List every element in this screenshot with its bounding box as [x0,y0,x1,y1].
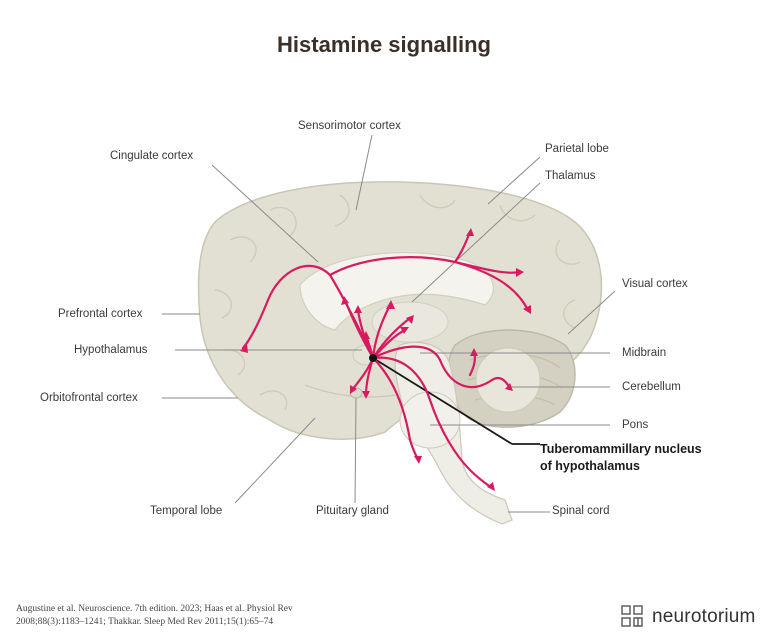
citation-line2: 2008;88(3):1183–1241; Thakkar. Sleep Med… [16,617,274,627]
label-visual-cortex: Visual cortex [622,278,688,290]
label-pons: Pons [622,419,649,431]
label-hypothalamus: Hypothalamus [74,344,148,356]
leader-lines [162,134,616,513]
citation: Augustine et al. Neuroscience. 7th editi… [16,603,446,629]
label-temporal-lobe: Temporal lobe [150,505,223,517]
brand-name: neurotorium [652,606,756,627]
label-parietal-lobe: Parietal lobe [545,143,609,155]
label-prefrontal-cortex: Prefrontal cortex [58,308,143,320]
label-pituitary-gland: Pituitary gland [316,505,389,517]
label-cerebellum: Cerebellum [622,381,681,393]
label-spinal-cord: Spinal cord [552,505,610,517]
neurotorium-logo-icon [621,605,643,627]
label-tmn-line2: of hypothalamus [540,459,641,473]
tmn-leader [372,357,513,445]
diagram-title: Histamine signalling [277,32,491,57]
label-tmn-line1: Tuberomammillary nucleus [540,442,702,456]
citation-line1: Augustine et al. Neuroscience. 7th editi… [16,604,293,614]
cerebellum-shape [447,329,576,428]
label-midbrain: Midbrain [622,347,667,359]
label-thalamus: Thalamus [545,170,596,182]
label-cingulate-cortex: Cingulate cortex [110,150,194,162]
brand-logo: neurotorium [620,602,756,632]
label-orbitofrontal-cortex: Orbitofrontal cortex [40,392,138,404]
tmn-dot [369,354,377,362]
pathway-arrowheads [240,228,531,491]
label-sensorimotor-cortex: Sensorimotor cortex [298,120,401,132]
